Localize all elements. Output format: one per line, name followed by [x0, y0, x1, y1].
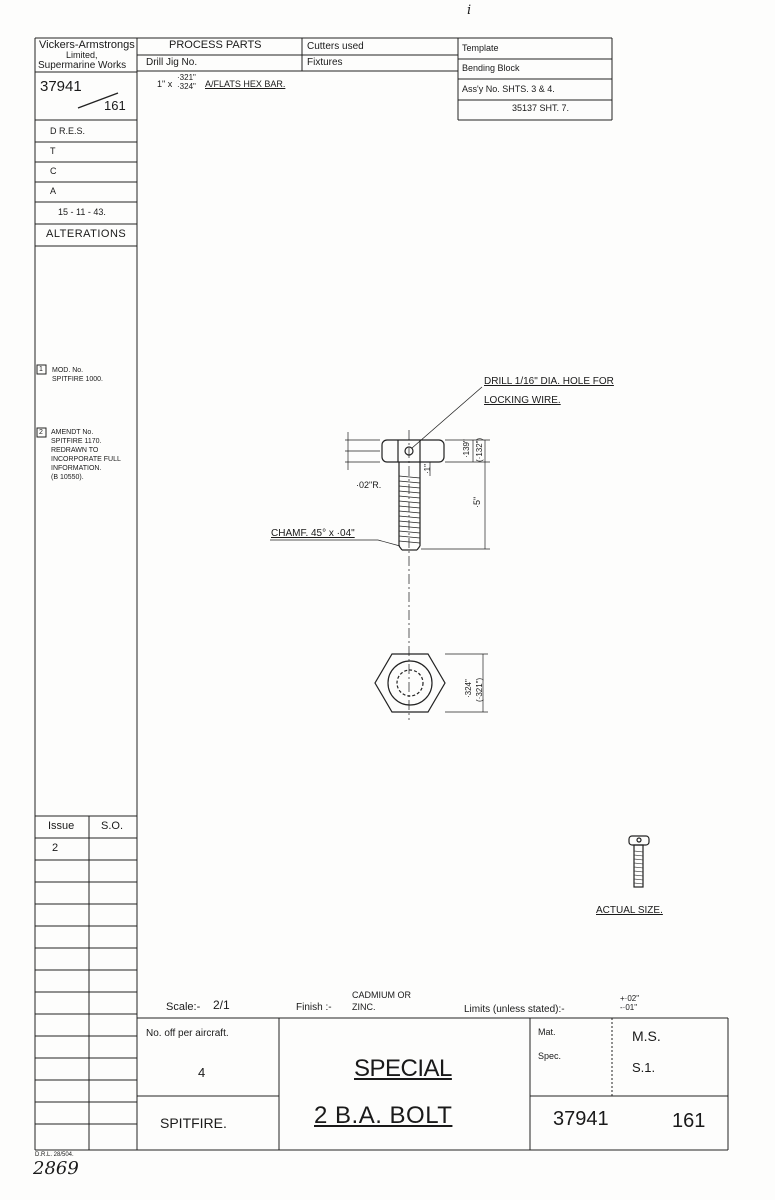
head-dim-1: ·139" — [462, 439, 471, 458]
process-parts-label: PROCESS PARTS — [169, 39, 262, 51]
no-off-label: No. off per aircraft. — [146, 1028, 229, 1039]
actual-size-label: ACTUAL SIZE. — [596, 905, 663, 916]
header-sheet-sub: 161 — [104, 98, 126, 113]
material-size: 1" x — [157, 79, 173, 89]
small-dim: ·1" — [423, 464, 432, 474]
mod2-line: INCORPORATE FULL — [51, 456, 121, 463]
assy-ref: 35137 SHT. 7. — [512, 103, 570, 113]
cutters-used-label: Cutters used — [307, 41, 364, 52]
mod2-line: REDRAWN TO — [51, 447, 99, 454]
bolt-side-view — [270, 386, 490, 551]
material-bar: A/FLATS HEX BAR. — [205, 79, 286, 89]
form-reference: D.R.L. 28/504. — [35, 1152, 74, 1158]
limits-plus: +·02" — [620, 994, 640, 1003]
title-bolt: 2 B.A. BOLT — [314, 1102, 453, 1129]
drill-note-line1: DRILL 1/16" DIA. HOLE FOR — [484, 376, 614, 387]
header-drawing-no: 37941 — [40, 78, 82, 95]
mat-value: M.S. — [632, 1028, 661, 1044]
row-dres: D R.E.S. — [50, 126, 86, 136]
company-limited: Limited, — [66, 50, 98, 60]
scale-value: 2/1 — [213, 998, 230, 1012]
bending-block-label: Bending Block — [462, 63, 520, 73]
mod2-line: AMENDT No. — [51, 429, 94, 436]
scale-label: Scale:- — [166, 1001, 201, 1013]
aircraft-name: SPITFIRE. — [160, 1115, 227, 1131]
radius-note: ·02"R. — [356, 480, 382, 490]
mod1-number: 1 — [39, 366, 43, 373]
hex-dim-1: ·324" — [464, 679, 473, 698]
handwritten-number: 2869 — [33, 1158, 79, 1179]
drill-jig-label: Drill Jig No. — [146, 57, 198, 68]
row-c: C — [50, 166, 57, 176]
mod2-number: 2 — [39, 429, 43, 436]
limits-minus: -·01" — [620, 1003, 638, 1012]
row-t: T — [50, 146, 56, 156]
bolt-end-view — [374, 653, 488, 713]
row-a: A — [50, 186, 57, 196]
finish-line1: CADMIUM OR — [352, 990, 411, 1000]
spec-label: Spec. — [538, 1051, 562, 1061]
assy-no: Ass'y No. SHTS. 3 & 4. — [462, 84, 555, 94]
material-dim-2: ·324" — [177, 82, 196, 91]
actual-size-bolt-icon — [628, 835, 650, 888]
hex-dim-2: (·321") — [475, 677, 484, 702]
company-works: Supermarine Works — [38, 60, 127, 71]
page-mark: i — [467, 3, 472, 18]
footer-sheet-no: 161 — [672, 1110, 706, 1132]
issue-value: 2 — [52, 842, 59, 854]
mod1-line: SPITFIRE 1000. — [52, 376, 103, 383]
company-name: Vickers-Armstrongs — [39, 39, 135, 51]
footer-drawing-no: 37941 — [553, 1108, 609, 1130]
spec-value: S.1. — [632, 1060, 656, 1075]
mod1-line: MOD. No. — [52, 367, 84, 374]
so-header: S.O. — [101, 820, 124, 832]
finish-label: Finish :- — [296, 1002, 332, 1013]
mod2-line: INFORMATION. — [51, 465, 102, 472]
drill-note-line2: LOCKING WIRE. — [484, 395, 561, 406]
mod2-line: SPITFIRE 1170. — [51, 438, 102, 445]
material-dim-1: ·321" — [177, 73, 196, 82]
title-special: SPECIAL — [354, 1055, 452, 1082]
mod2-line: (B 10550). — [51, 474, 84, 481]
template-label: Template — [462, 43, 499, 53]
issue-header: Issue — [48, 820, 75, 832]
limits-label: Limits (unless stated):- — [464, 1004, 565, 1015]
mat-label: Mat. — [538, 1027, 556, 1037]
length-dim: ·5" — [472, 496, 482, 508]
fixtures-label: Fixtures — [307, 57, 343, 68]
row-date: 15 - 11 - 43. — [58, 207, 106, 217]
head-dim-2: (·132") — [475, 437, 484, 462]
no-off-value: 4 — [198, 1065, 206, 1080]
alterations-heading: ALTERATIONS — [46, 228, 127, 240]
finish-line2: ZINC. — [352, 1002, 376, 1012]
chamfer-note: CHAMF. 45° x ·04" — [271, 528, 355, 539]
